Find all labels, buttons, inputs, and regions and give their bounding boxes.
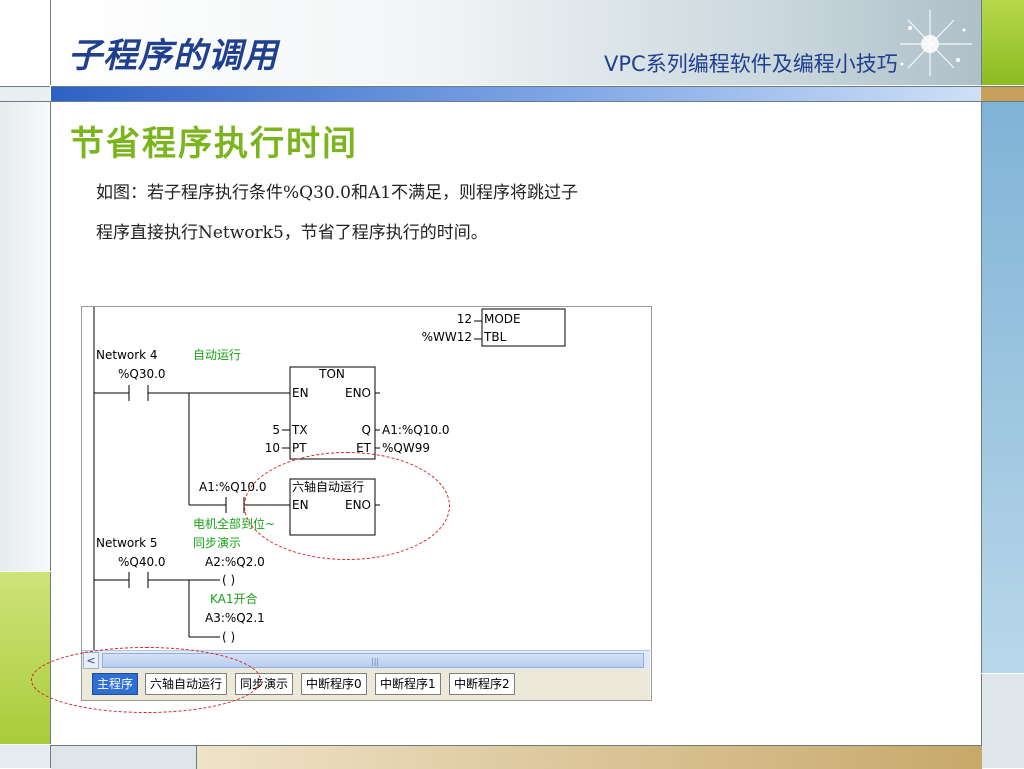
footer-bar bbox=[196, 745, 982, 769]
contact2-comment-line-2: 同步演示 bbox=[193, 535, 241, 550]
header-band bbox=[51, 0, 981, 85]
timer-q-output: A1:%Q10.0 bbox=[382, 423, 449, 437]
body-text-line-1: 如图：若子程序执行条件%Q30.0和A1不满足，则程序将跳过子 bbox=[96, 183, 579, 203]
footer-left-block bbox=[51, 745, 196, 769]
network4-contact bbox=[94, 385, 290, 506]
coil1: ( ) bbox=[222, 573, 235, 587]
network5-contact-address: %Q40.0 bbox=[118, 555, 166, 569]
timer-eno: ENO bbox=[345, 386, 371, 400]
main-tab-highlight-ellipse bbox=[31, 647, 261, 713]
timer-et-pin: ET bbox=[356, 441, 372, 455]
network4-contact-address: %Q30.0 bbox=[118, 367, 166, 381]
coil2: ( ) bbox=[222, 630, 235, 644]
timer-en: EN bbox=[292, 386, 309, 400]
network5-label: Network 5 bbox=[96, 536, 158, 550]
timer-name: TON bbox=[318, 367, 345, 381]
slide-title: 子程序的调用 bbox=[68, 36, 278, 76]
mode-input: 12 bbox=[457, 312, 472, 326]
left-frame-bottom bbox=[0, 745, 51, 768]
coil2-address: A3:%Q2.1 bbox=[205, 611, 265, 625]
coil1-comment: KA1开合 bbox=[210, 591, 258, 606]
slide-subtitle: VPC系列编程软件及编程小技巧 bbox=[604, 52, 898, 76]
stripe-left bbox=[0, 86, 50, 102]
left-frame-green-block bbox=[0, 572, 51, 744]
tab-interrupt-2[interactable]: 中断程序2 bbox=[449, 673, 515, 695]
sparkle-icon bbox=[900, 10, 972, 76]
timer-tx-value: 5 bbox=[272, 423, 280, 437]
timer-pt-pin: PT bbox=[292, 441, 307, 455]
timer-tx-pin: TX bbox=[291, 423, 308, 437]
network4-comment: 自动运行 bbox=[193, 348, 241, 362]
right-frame-blue-block bbox=[981, 101, 1024, 673]
network5-contact bbox=[94, 572, 220, 638]
tab-interrupt-1[interactable]: 中断程序1 bbox=[375, 673, 441, 695]
ton-timer-block: TON EN ENO 5 TX 10 PT Q ET A1:%Q10.0 %QW… bbox=[265, 366, 449, 460]
section-heading: 节省程序执行时间 bbox=[70, 124, 358, 164]
stripe-right bbox=[981, 86, 1024, 102]
timer-q-pin: Q bbox=[362, 423, 371, 437]
body-text-line-2: 程序直接执行Network5，节省了程序执行的时间。 bbox=[96, 223, 488, 243]
left-frame-top bbox=[0, 0, 51, 85]
mode-pin: MODE bbox=[484, 312, 521, 326]
header-stripe bbox=[51, 86, 981, 102]
timer-pt-value: 10 bbox=[265, 441, 280, 455]
top-function-block: 12 MODE %WW12 TBL bbox=[422, 308, 566, 347]
network4-label: Network 4 bbox=[96, 348, 158, 362]
coil1-address: A2:%Q2.0 bbox=[205, 555, 265, 569]
right-frame-green-block bbox=[981, 0, 1024, 85]
tbl-input: %WW12 bbox=[422, 330, 472, 344]
tab-interrupt-0[interactable]: 中断程序0 bbox=[301, 673, 367, 695]
tbl-pin: TBL bbox=[483, 330, 507, 344]
scroll-grip-icon: ||| bbox=[371, 657, 380, 666]
timer-et-output: %QW99 bbox=[382, 441, 430, 455]
right-frame-bottom bbox=[981, 674, 1024, 768]
subroutine-highlight-ellipse bbox=[244, 452, 450, 560]
left-frame-middle bbox=[0, 101, 51, 571]
